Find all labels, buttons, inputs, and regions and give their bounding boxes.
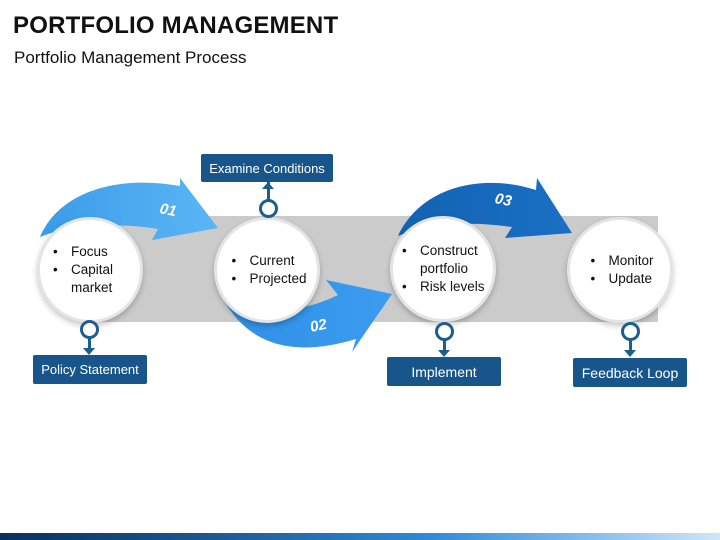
step-4-connector-tip <box>624 350 636 357</box>
step-3-connector-pin <box>435 322 454 341</box>
step-3-connector-stem <box>443 340 446 350</box>
step-4-connector-stem <box>629 340 632 350</box>
step-3-connector-tip <box>438 350 450 357</box>
arrow-02 <box>222 280 392 352</box>
step-1-label-policy-statement: Policy Statement <box>33 355 147 384</box>
page-title: PORTFOLIO MANAGEMENT <box>13 12 339 39</box>
step-2-item-2: Projected <box>227 270 306 288</box>
step-1-item-2: Capital market <box>49 261 131 297</box>
step-circle-2: Current Projected <box>214 217 320 323</box>
step-1-connector-tip <box>83 348 95 355</box>
step-2-item-1: Current <box>227 252 306 270</box>
step-2-label-examine-conditions: Examine Conditions <box>201 154 333 182</box>
step-4-connector-pin <box>621 322 640 341</box>
step-3-item-2: Risk levels <box>398 278 488 296</box>
step-4-item-1: Monitor <box>586 252 653 270</box>
arrow-number-03: 03 <box>493 190 513 210</box>
step-circle-4: Monitor Update <box>567 217 673 323</box>
page-subtitle: Portfolio Management Process <box>14 48 247 67</box>
step-3-item-1: Construct portfolio <box>398 242 488 278</box>
step-4-item-2: Update <box>586 270 653 288</box>
step-4-label-feedback-loop: Feedback Loop <box>573 358 687 387</box>
step-2-connector-pin <box>259 199 278 218</box>
step-circle-3: Construct portfolio Risk levels <box>390 216 496 322</box>
step-1-item-1: Focus <box>49 243 131 261</box>
step-3-label-implement: Implement <box>387 357 501 386</box>
step-1-connector-stem <box>88 338 91 348</box>
arrow-number-01: 01 <box>158 200 178 220</box>
arrow-number-02: 02 <box>309 316 329 336</box>
footer-gradient-bar <box>0 533 720 540</box>
step-circle-1: Focus Capital market <box>37 217 143 323</box>
step-1-connector-pin <box>80 320 99 339</box>
step-2-connector-stem <box>267 182 270 200</box>
